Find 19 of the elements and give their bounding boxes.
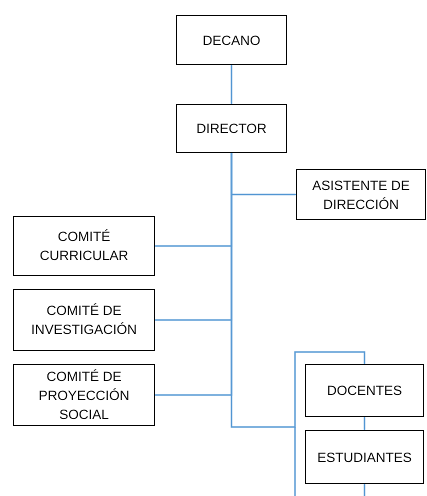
org-box	[305, 430, 424, 484]
org-box	[13, 289, 155, 351]
role-label: COMITÉ DE PROYECCIÓN SOCIAL	[38, 368, 130, 424]
role-label: COMITÉ CURRICULAR	[40, 228, 128, 265]
org-box	[176, 15, 287, 65]
connector-line	[364, 417, 366, 430]
role-label: ASISTENTE DE DIRECCIÓN	[311, 176, 411, 214]
org-box	[296, 169, 426, 220]
org-box	[305, 364, 424, 417]
role-label: COMITÉ DE INVESTIGACIÓN	[30, 302, 138, 339]
role-label: DIRECTOR	[196, 120, 267, 138]
org-box	[176, 104, 287, 153]
org-box	[13, 364, 155, 426]
role-label: DECANO	[202, 32, 260, 50]
role-label: ESTUDIANTES	[317, 448, 412, 466]
connector-line	[364, 484, 366, 496]
connector-line	[230, 65, 232, 104]
org-box	[13, 216, 155, 276]
role-label: DOCENTES	[326, 382, 402, 400]
